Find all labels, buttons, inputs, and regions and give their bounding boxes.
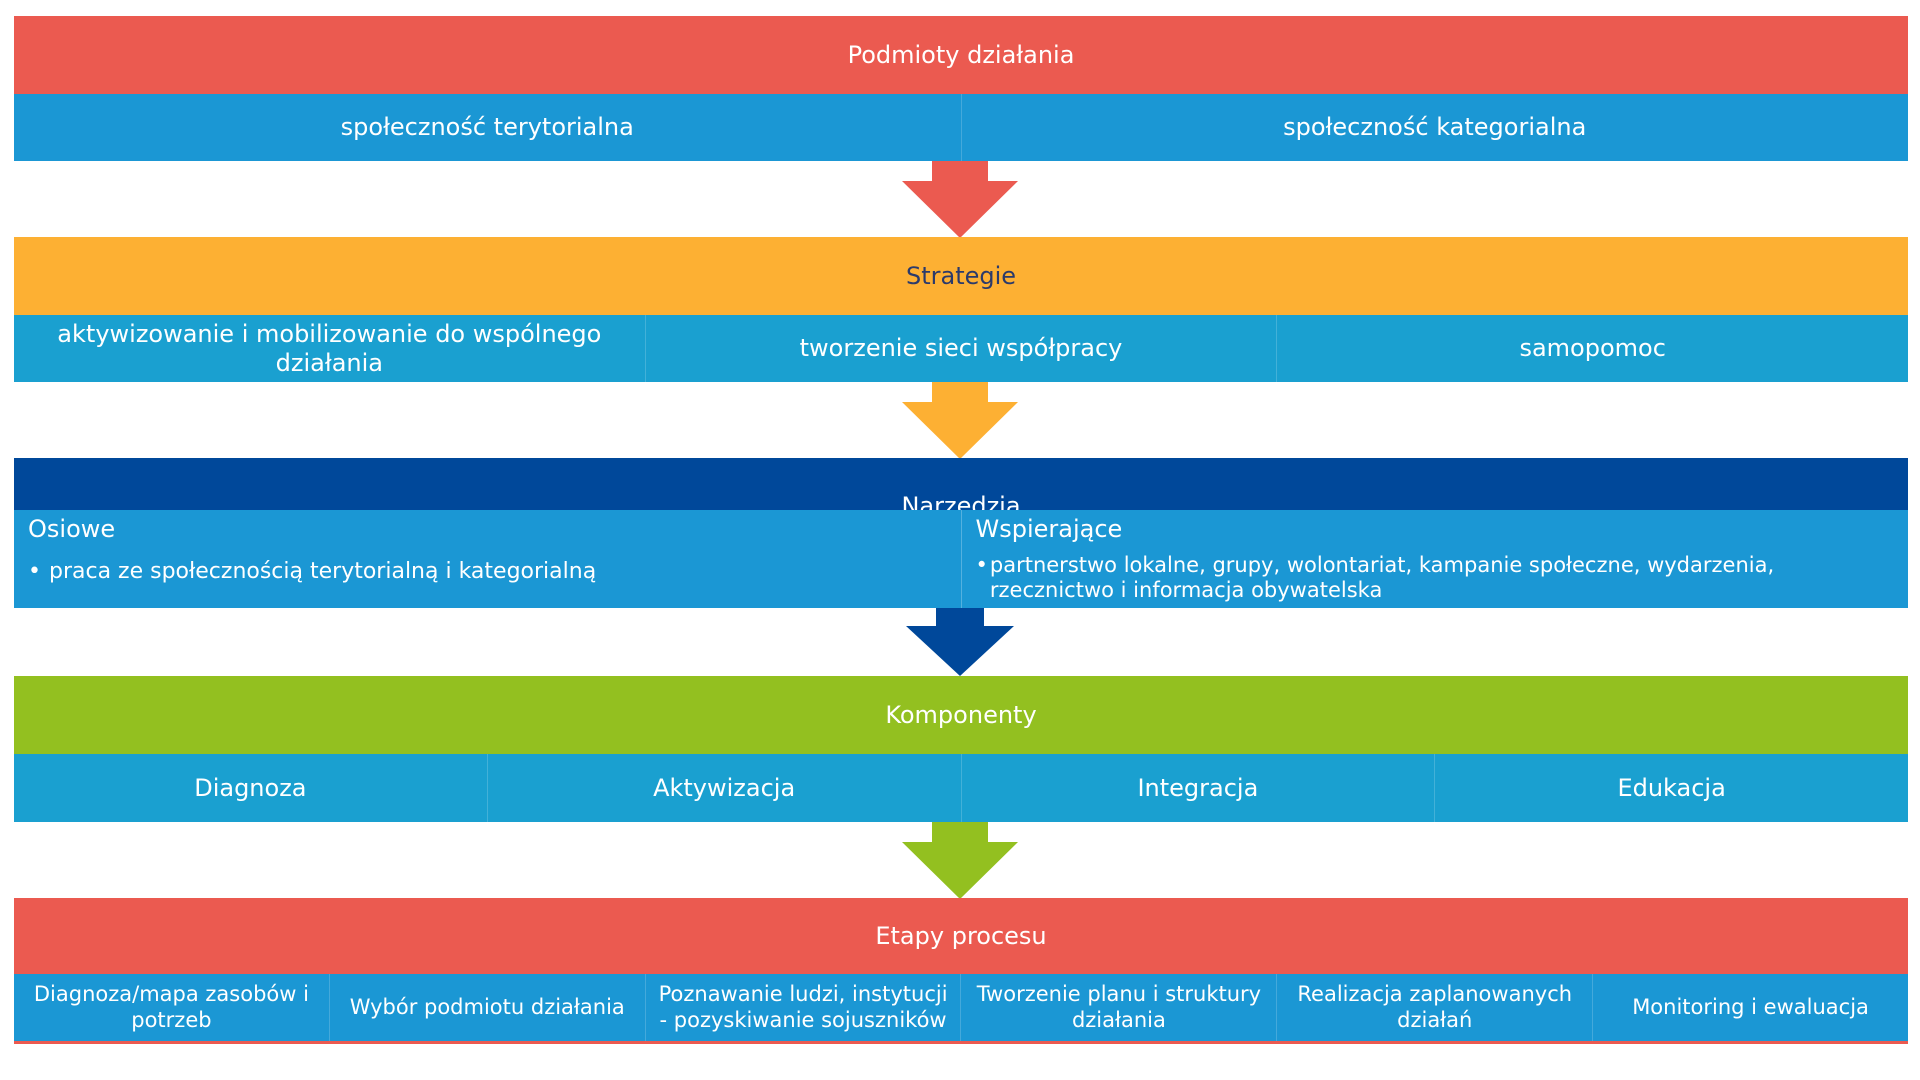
- stage-etapy-items: Diagnoza/mapa zasobów i potrzeb Wybór po…: [14, 974, 1908, 1044]
- etapy-item: Tworzenie planu i struktury działania: [960, 974, 1276, 1041]
- etapy-item: Poznawanie ludzi, instytucji - pozyskiwa…: [644, 974, 961, 1041]
- stage-podmioty: Podmioty działania społeczność terytoria…: [14, 16, 1908, 161]
- stage-etapy-title: Etapy procesu: [875, 922, 1047, 950]
- stage-strategie-items: aktywizowanie i mobilizowanie do wspólne…: [14, 315, 1908, 382]
- stage-podmioty-header: Podmioty działania: [14, 16, 1908, 94]
- narzedzia-list-item: • praca ze społecznością terytorialną i …: [28, 559, 947, 585]
- stage-strategie-header: Strategie: [14, 237, 1908, 315]
- stage-komponenty-header: Komponenty: [14, 676, 1908, 754]
- stage-narzedzia: Narzędzia Osiowe • praca ze społeczności…: [14, 458, 1908, 608]
- etapy-item: Monitoring i ewaluacja: [1592, 974, 1908, 1041]
- podmioty-item: społeczność kategorialna: [960, 94, 1909, 161]
- stage-etapy: Etapy procesu Diagnoza/mapa zasobów i po…: [14, 898, 1908, 1044]
- strategie-item: samopomoc: [1276, 315, 1908, 382]
- stage-podmioty-items: społeczność terytorialna społeczność kat…: [14, 94, 1908, 161]
- etapy-item: Wybór podmiotu działania: [328, 974, 645, 1041]
- stage-komponenty: Komponenty Diagnoza Aktywizacja Integrac…: [14, 676, 1908, 822]
- stage-podmioty-title: Podmioty działania: [847, 41, 1075, 69]
- arrow-down-icon: [902, 822, 1018, 899]
- stage-narzedzia-header: Narzędzia: [14, 458, 1908, 520]
- stage-etapy-header: Etapy procesu: [14, 898, 1908, 974]
- stage-komponenty-items: Diagnoza Aktywizacja Integracja Edukacja: [14, 754, 1908, 822]
- etapy-item: Diagnoza/mapa zasobów i potrzeb: [33, 982, 309, 1032]
- stage-narzedzia-columns: Osiowe • praca ze społecznością terytori…: [14, 510, 1908, 608]
- arrow-down-icon: [902, 382, 1018, 459]
- stage-strategie-title: Strategie: [905, 262, 1017, 290]
- bullet-icon: •: [975, 553, 988, 578]
- podmioty-item: społeczność terytorialna: [340, 113, 634, 142]
- stage-komponenty-title: Komponenty: [885, 701, 1037, 729]
- narzedzia-column-title: Osiowe: [28, 515, 116, 543]
- narzedzia-column-title: Wspierające: [975, 515, 1123, 543]
- narzedzia-item-text: partnerstwo lokalne, grupy, wolontariat,…: [989, 553, 1775, 603]
- komponenty-item: Diagnoza: [194, 773, 307, 802]
- strategie-item: tworzenie sieci współpracy: [644, 315, 1277, 382]
- komponenty-item: Integracja: [960, 754, 1435, 822]
- narzedzia-column-wspierajace: Wspierające • partnerstwo lokalne, grupy…: [960, 510, 1909, 608]
- arrow-down-icon: [902, 161, 1018, 238]
- komponenty-item: Aktywizacja: [486, 754, 961, 822]
- narzedzia-column-osiowe: Osiowe • praca ze społecznością terytori…: [14, 510, 961, 608]
- komponenty-item: Edukacja: [1434, 754, 1908, 822]
- narzedzia-list-item: • partnerstwo lokalne, grupy, wolontaria…: [976, 553, 1895, 603]
- narzedzia-item-text: praca ze społecznością terytorialną i ka…: [48, 559, 597, 585]
- arrow-down-icon: [906, 608, 1014, 676]
- etapy-item: Realizacja zaplanowanych działań: [1276, 974, 1592, 1041]
- bullet-icon: •: [28, 559, 41, 585]
- stage-strategie: Strategie aktywizowanie i mobilizowanie …: [14, 237, 1908, 382]
- strategie-item: aktywizowanie i mobilizowanie do wspólne…: [57, 319, 602, 377]
